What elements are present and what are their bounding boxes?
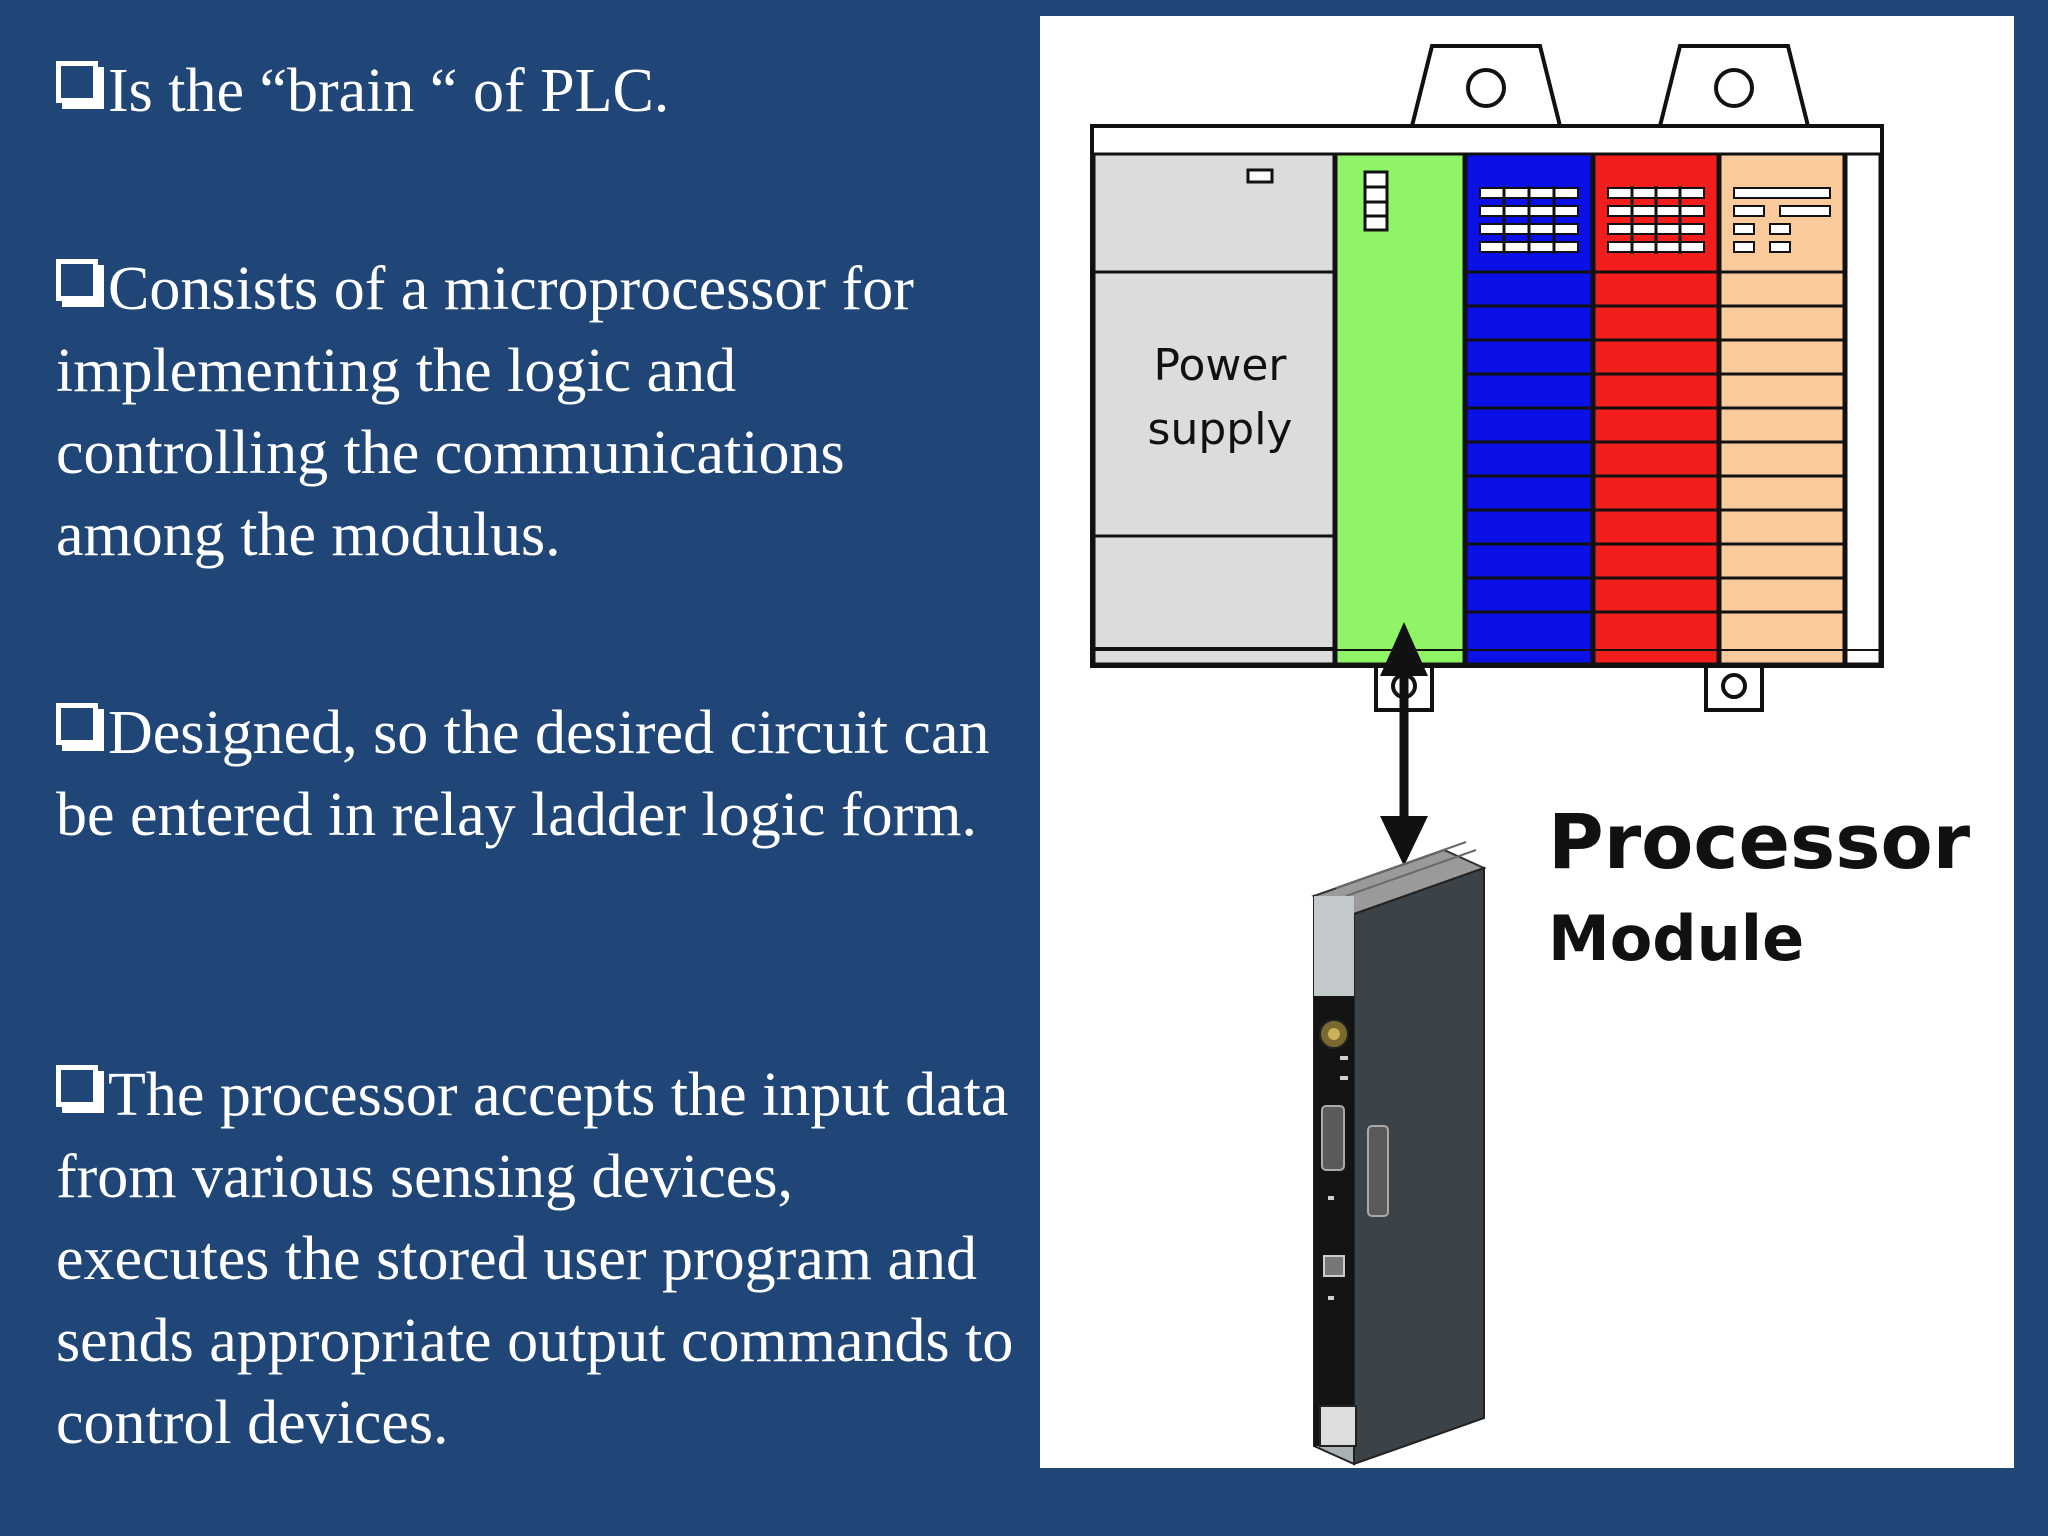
checkbox-bullet-icon (56, 259, 98, 301)
io-module-blue (1464, 152, 1594, 666)
bullet-item: Consists of a microprocessor for impleme… (56, 248, 1016, 576)
processor-slot (1334, 152, 1466, 666)
processor-caption: Processor (1548, 797, 1971, 886)
plc-rack-figure: Power supply (1040, 16, 2014, 1468)
bottom-tab (1704, 664, 1764, 712)
bullet-item: Is the “brain “ of PLC. (56, 50, 1016, 132)
io-module-red (1592, 152, 1720, 666)
power-supply-label: supply (1148, 404, 1293, 455)
processor-caption: Module (1548, 902, 1804, 975)
power-supply-label: Power (1153, 340, 1287, 391)
mounting-tab (1658, 44, 1810, 127)
bullet-list: Is the “brain “ of PLC. Consists of a mi… (56, 50, 1016, 1464)
rack-end-plate (1844, 152, 1882, 666)
bullet-text: Designed, so the desired circuit can be … (56, 699, 990, 849)
mounting-tab (1410, 44, 1562, 127)
bullet-item: Designed, so the desired circuit can be … (56, 692, 1016, 856)
checkbox-bullet-icon (56, 61, 98, 103)
double-arrow-icon (1380, 622, 1428, 866)
bullet-item: The processor accepts the input data fro… (56, 1054, 1016, 1464)
io-module-peach (1718, 152, 1846, 666)
checkbox-bullet-icon (56, 1065, 98, 1107)
bullet-text: Is the “brain “ of PLC. (108, 57, 670, 125)
bullet-text: The processor accepts the input data fro… (56, 1061, 1014, 1457)
bullet-text: Consists of a microprocessor for impleme… (56, 255, 914, 569)
checkbox-bullet-icon (56, 703, 98, 745)
power-supply-module: Power supply (1092, 152, 1336, 666)
processor-module-hardware (1311, 841, 1487, 1466)
